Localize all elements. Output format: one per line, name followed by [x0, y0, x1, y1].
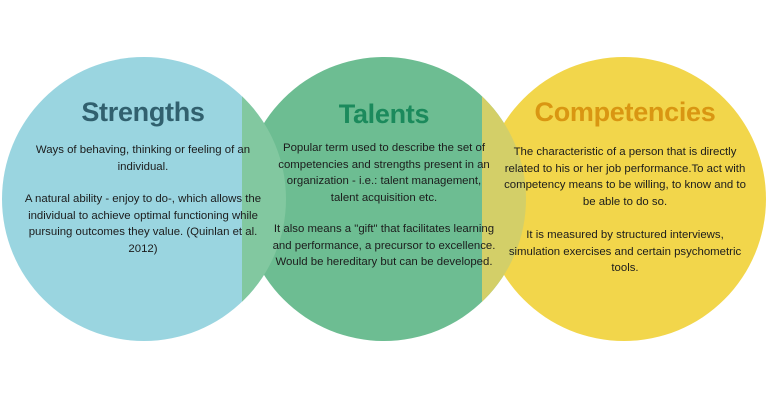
paragraph: It also means a "gift" that facilitates … [272, 223, 496, 268]
title-talents: Talents [338, 99, 430, 129]
overlap-strengths-talents [242, 57, 286, 341]
title-strengths: Strengths [81, 97, 205, 127]
circle-competencies [482, 57, 766, 341]
panel-talents: Talents Popular term used to describe th… [268, 57, 500, 341]
title-competencies: Competencies [534, 97, 716, 127]
paragraph: Popular term used to describe the set of… [278, 142, 490, 204]
paragraph: The characteristic of a person that is d… [504, 146, 746, 208]
circle-talents [242, 57, 526, 341]
panel-strengths: Strengths Ways of behaving, thinking or … [18, 57, 268, 341]
paragraph: Ways of behaving, thinking or feeling of… [35, 144, 251, 173]
circle-strengths [2, 57, 286, 341]
body-competencies: The characteristic of a person that is d… [500, 144, 750, 277]
body-strengths: Ways of behaving, thinking or feeling of… [18, 142, 268, 257]
body-talents: Popular term used to describe the set of… [268, 140, 500, 271]
paragraph: It is measured by structured interviews,… [508, 229, 742, 274]
overlap-talents-competencies [482, 57, 526, 341]
panel-competencies: Competencies The characteristic of a per… [500, 57, 750, 341]
paragraph: A natural ability - enjoy to do-, which … [24, 193, 262, 255]
